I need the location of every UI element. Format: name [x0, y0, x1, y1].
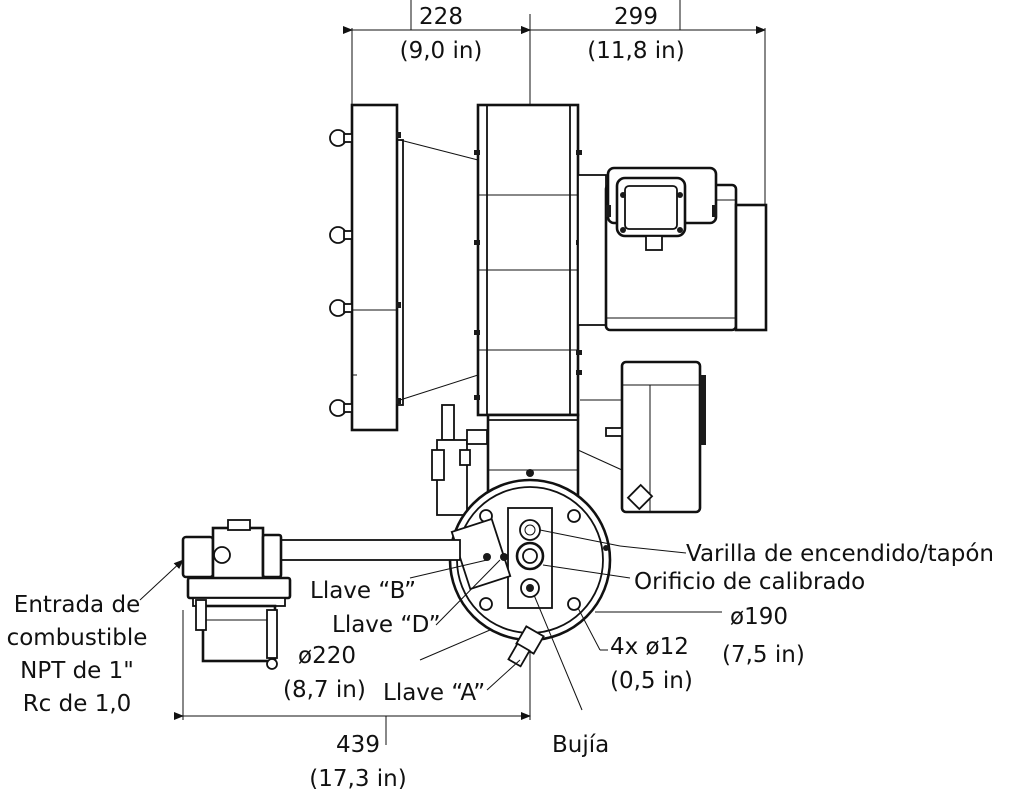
- motor: [577, 166, 768, 332]
- lifting-eye: [329, 226, 353, 244]
- label-bolts-in: (0,5 in): [610, 668, 693, 694]
- label-orificio: Orificio de calibrado: [634, 569, 865, 595]
- lifting-eye: [329, 399, 353, 417]
- label-bolts: 4x ø12: [610, 634, 689, 660]
- label-llave-b: Llave “B”: [310, 578, 416, 604]
- pilot-valve: [431, 404, 488, 516]
- lifting-eye: [329, 129, 353, 147]
- label-d220-in: (8,7 in): [283, 677, 366, 703]
- gas-pipe: [279, 539, 461, 561]
- dim-top-left-mm: 228: [419, 4, 463, 30]
- label-varilla: Varilla de encendido/tapón: [686, 541, 994, 567]
- label-bujia: Bujía: [552, 732, 609, 758]
- label-llave-d: Llave “D”: [332, 612, 441, 638]
- label-d220: ø220: [298, 643, 356, 669]
- label-d190: ø190: [730, 604, 788, 630]
- label-d190-in: (7,5 in): [722, 642, 805, 668]
- label-llave-a: Llave “A”: [383, 680, 485, 706]
- label-entrada-line2: combustible: [7, 625, 148, 651]
- dim-bottom-in: (17,3 in): [309, 766, 406, 789]
- servo-actuator: [577, 360, 706, 514]
- label-entrada-line3: NPT de 1": [20, 658, 134, 684]
- dim-bottom-mm: 439: [336, 732, 380, 758]
- dim-top-right-in: (11,8 in): [587, 38, 684, 64]
- gas-regulator: [181, 519, 292, 670]
- mounting-flange: [448, 478, 612, 668]
- text-labels: 228 (9,0 in) 299 (11,8 in) Varilla de en…: [7, 4, 994, 789]
- cover-plate: [329, 103, 479, 432]
- label-entrada-line1: Entrada de: [14, 592, 140, 618]
- leader-lines: [139, 529, 722, 711]
- dim-top-right-mm: 299: [614, 4, 658, 30]
- dim-top-left-in: (9,0 in): [400, 38, 483, 64]
- label-entrada-line4: Rc de 1,0: [23, 691, 132, 717]
- fan-housing: [474, 103, 582, 417]
- lifting-eye: [329, 299, 353, 317]
